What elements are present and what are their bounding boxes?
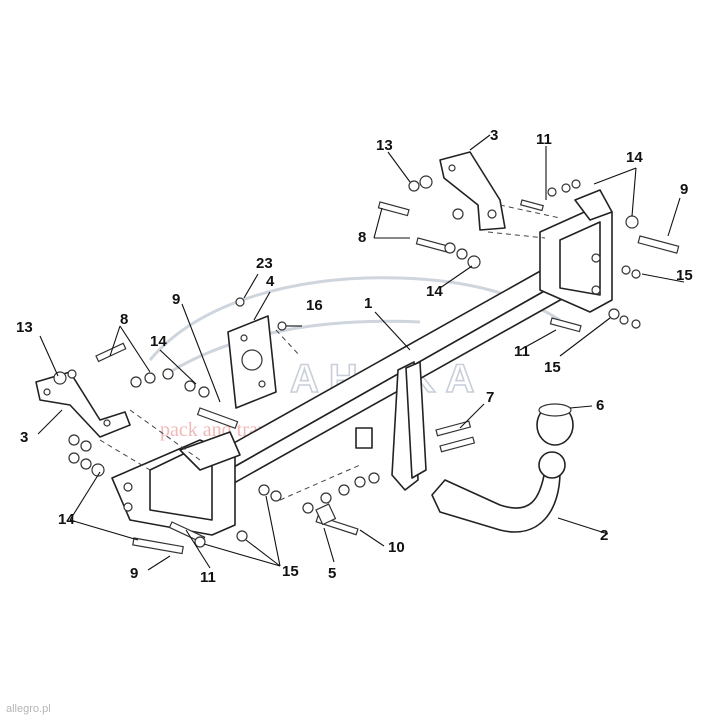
callout-label: 4 (266, 273, 275, 290)
callout-label: 14 (626, 149, 643, 166)
callout-label: 14 (150, 333, 167, 350)
callout-label: 9 (172, 291, 180, 308)
watermark-car-arc-lower (169, 319, 421, 374)
callout-label: 23 (256, 255, 273, 272)
callouts: 1 2 3 3 4 5 6 7 8 8 9 9 9 10 11 11 11 13… (16, 127, 693, 586)
callout-label: 14 (58, 511, 75, 528)
credit-text: allegro.pl (6, 703, 51, 715)
callout-label: 11 (514, 343, 530, 360)
fasteners (53, 175, 680, 555)
callout-label: 1 (364, 295, 372, 312)
callout-label: 2 (600, 527, 608, 544)
callout-label: 15 (282, 563, 299, 580)
socket-plate (227, 315, 277, 409)
callout-label: 3 (490, 127, 498, 144)
callout-label: 11 (200, 569, 216, 586)
callout-label: 11 (536, 131, 552, 148)
callout-label: 7 (486, 389, 494, 406)
callout-label: 14 (426, 283, 443, 300)
alignment-lines (99, 204, 561, 501)
callout-label: 16 (306, 297, 323, 314)
callout-label: 9 (680, 181, 688, 198)
center-hanger (355, 361, 427, 491)
plate-upper-right (439, 151, 506, 231)
callout-label: 13 (16, 319, 33, 336)
right-bracket (539, 189, 613, 313)
tow-ball-assembly (431, 403, 574, 533)
callout-label: 15 (676, 267, 693, 284)
plate-upper-left (35, 371, 131, 438)
callout-label: 10 (388, 539, 405, 556)
left-bracket (111, 431, 241, 536)
callout-label: 6 (596, 397, 604, 414)
callout-label: 15 (544, 359, 561, 376)
callout-label: 5 (328, 565, 336, 582)
callout-label: 13 (376, 137, 393, 154)
leader-lines (37, 134, 685, 571)
callout-label: 9 (130, 565, 138, 582)
callout-label: 8 (358, 229, 366, 246)
callout-label: 8 (120, 311, 128, 328)
callout-label: 3 (20, 429, 28, 446)
